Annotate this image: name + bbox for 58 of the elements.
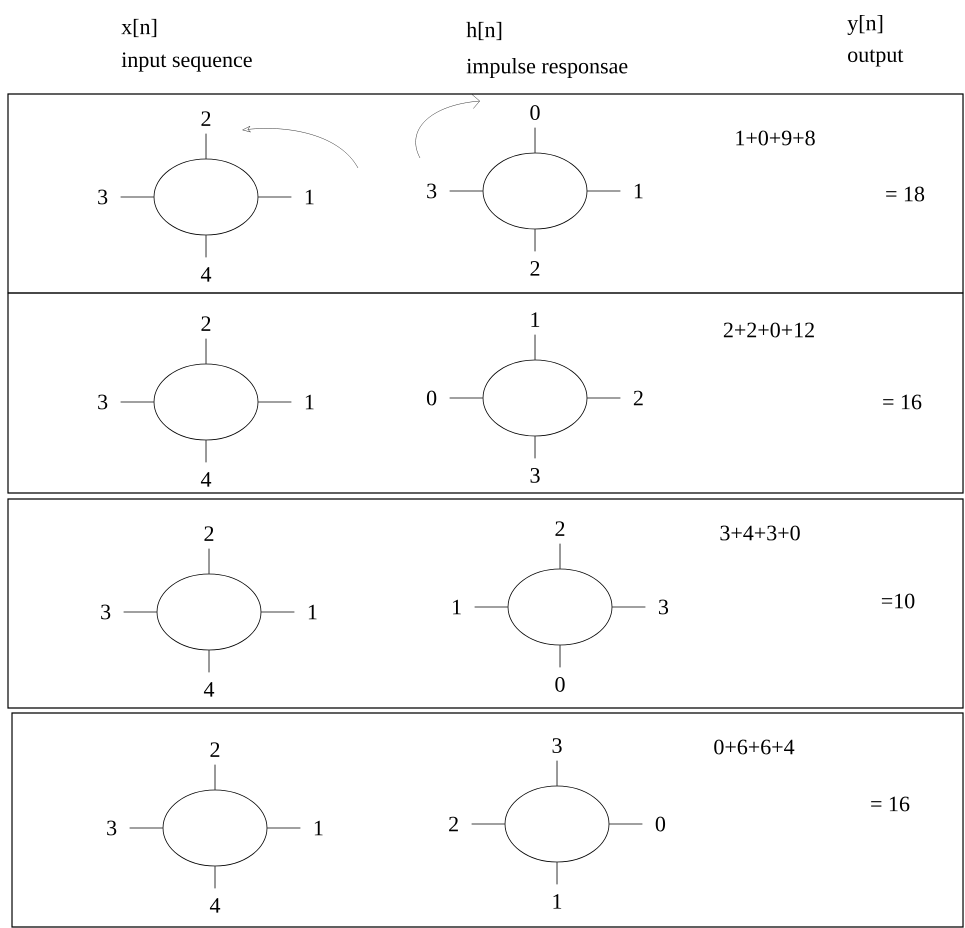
sequence-circle bbox=[154, 364, 258, 440]
sample-value: 3 bbox=[530, 468, 540, 483]
sample-value: 3 bbox=[658, 600, 668, 614]
row-panel bbox=[7, 93, 964, 294]
sample-value: 2 bbox=[210, 742, 220, 757]
sum-expression: 1+0+9+8 bbox=[736, 130, 815, 146]
header-label: y[n] bbox=[847, 15, 882, 35]
sample-value: 4 bbox=[200, 267, 212, 282]
sum-expression: 0+6+6+4 bbox=[714, 740, 794, 754]
sequence-circle bbox=[156, 574, 262, 650]
sequence-circle bbox=[504, 786, 610, 862]
sample-value: 2 bbox=[204, 526, 214, 541]
sample-value: 3 bbox=[101, 604, 110, 620]
sample-value: 1 bbox=[314, 820, 323, 836]
sequence-circle bbox=[508, 568, 612, 646]
sample-value: 0 bbox=[555, 676, 565, 692]
sequence-circle bbox=[162, 790, 268, 866]
row-panel bbox=[7, 498, 964, 709]
sample-value: 0 bbox=[426, 390, 436, 406]
sample-value: 3 bbox=[427, 184, 436, 198]
sample-value: 4 bbox=[204, 682, 214, 697]
sample-value: 2 bbox=[201, 111, 210, 126]
sample-value: 1 bbox=[306, 394, 314, 410]
sample-value: 1 bbox=[308, 604, 317, 620]
sample-value: 0 bbox=[656, 816, 666, 832]
sample-value: 2 bbox=[530, 261, 540, 276]
sample-value: 1 bbox=[306, 190, 314, 204]
sequence-circle bbox=[482, 152, 588, 230]
sample-value: 3 bbox=[98, 394, 108, 410]
sample-value: 3 bbox=[107, 820, 116, 836]
sequence-circle bbox=[154, 158, 258, 236]
header-label: output bbox=[848, 49, 904, 67]
sequence-circle bbox=[482, 360, 588, 436]
sample-value: 4 bbox=[200, 472, 212, 487]
sample-value: 2 bbox=[555, 521, 564, 536]
sample-value: 4 bbox=[210, 898, 220, 913]
row-panel bbox=[11, 712, 964, 928]
sample-value: 2 bbox=[201, 316, 210, 331]
result-value: = 18 bbox=[886, 186, 924, 202]
row-panel bbox=[7, 292, 964, 494]
sample-value: 1 bbox=[531, 312, 540, 327]
sample-value: 1 bbox=[634, 184, 643, 198]
sample-value: 2 bbox=[449, 816, 458, 832]
header-label: h[n] bbox=[466, 22, 502, 40]
result-value: = 16 bbox=[871, 796, 910, 812]
result-value: =10 bbox=[882, 594, 914, 608]
sample-value: 2 bbox=[634, 390, 643, 406]
header-label: input sequence bbox=[122, 52, 252, 72]
sample-value: 3 bbox=[552, 738, 562, 753]
sample-value: 1 bbox=[453, 600, 461, 614]
header-label: x[n] bbox=[121, 18, 156, 38]
header-label: impulse responsae bbox=[466, 58, 628, 78]
result-value: = 16 bbox=[883, 394, 922, 410]
sum-expression: 2+2+0+12 bbox=[724, 322, 814, 338]
sample-value: 0 bbox=[530, 105, 540, 120]
sum-expression: 3+4+3+0 bbox=[720, 526, 800, 540]
sample-value: 3 bbox=[98, 190, 108, 204]
sample-value: 1 bbox=[553, 894, 562, 909]
